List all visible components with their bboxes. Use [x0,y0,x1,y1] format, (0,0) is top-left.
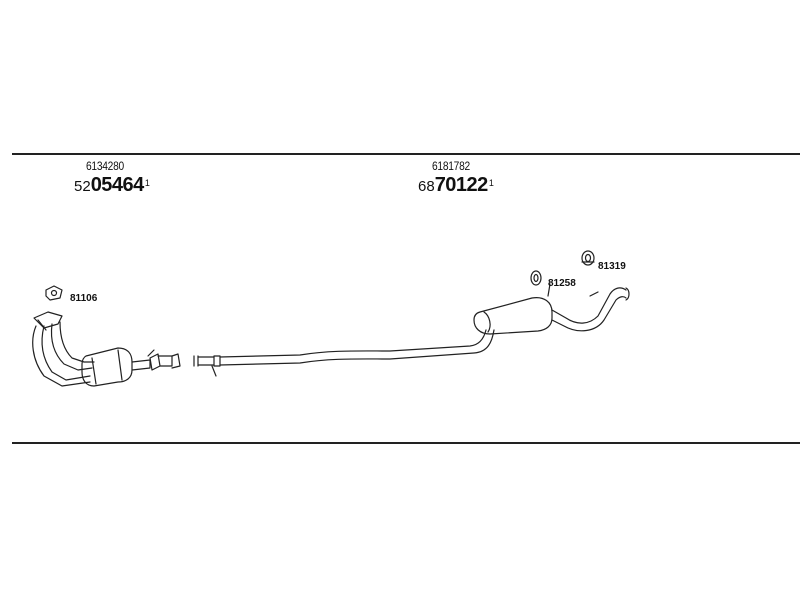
front-section-part-numbers: 6134280 52054641 [74,159,150,197]
rear-article-main: 70122 [434,174,489,196]
rear-section-part-numbers: 6181782 68701221 [418,159,494,197]
gasket-part[interactable] [45,285,63,301]
front-article-superscript: 1 [144,178,150,188]
front-article-number[interactable]: 52054641 [74,175,150,197]
front-article-main: 05464 [90,174,145,196]
front-oe-number: 6134280 [86,159,124,173]
bottom-divider [12,442,800,444]
rear-silencer[interactable] [473,283,630,335]
clamp-part[interactable] [530,270,542,286]
callout-gasket: 81106 [70,293,98,304]
rear-article-number[interactable]: 68701221 [418,175,494,197]
rear-oe-number: 6181782 [432,159,470,173]
hanger-part[interactable] [581,250,595,266]
front-article-prefix: 52 [74,178,91,195]
callout-hanger: 81319 [598,261,626,272]
top-divider [12,153,800,155]
callout-clamp: 81258 [548,278,576,289]
rear-article-prefix: 68 [418,178,435,195]
intermediate-pipe[interactable] [193,329,495,377]
front-pipe-with-catalyst[interactable] [32,311,181,387]
rear-article-superscript: 1 [488,178,494,188]
